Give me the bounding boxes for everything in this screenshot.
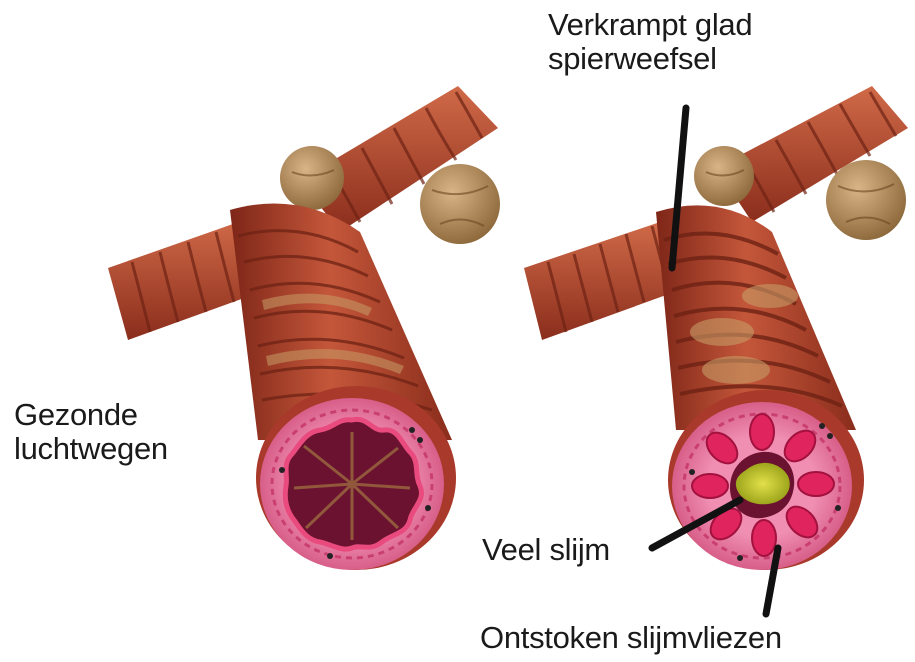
asthmatic-cross-section — [668, 390, 864, 570]
constricted-muscle-label-line2: spierweefsel — [548, 42, 752, 76]
left-branch-tube — [524, 222, 680, 340]
healthy-airway — [108, 86, 500, 570]
healthy-airway-label-line2: luchtwegen — [14, 432, 168, 466]
constricted-muscle-label-line1: Verkrampt glad — [548, 8, 752, 42]
cartilage-nodule — [420, 164, 500, 244]
healthy-cross-section — [256, 386, 456, 570]
healthy-airway-label: Gezonde luchtwegen — [14, 398, 168, 466]
cartilage-nodule — [280, 146, 344, 210]
asthmatic-airway — [524, 86, 908, 570]
inflamed-mucosa-label: Ontstoken slijmvliezen — [480, 621, 782, 655]
cartilage-nodule — [826, 160, 906, 240]
mucus-label: Veel slijm — [482, 533, 610, 567]
constricted-muscle-label: Verkrampt glad spierweefsel — [548, 8, 752, 76]
healthy-airway-label-line1: Gezonde — [14, 398, 168, 432]
